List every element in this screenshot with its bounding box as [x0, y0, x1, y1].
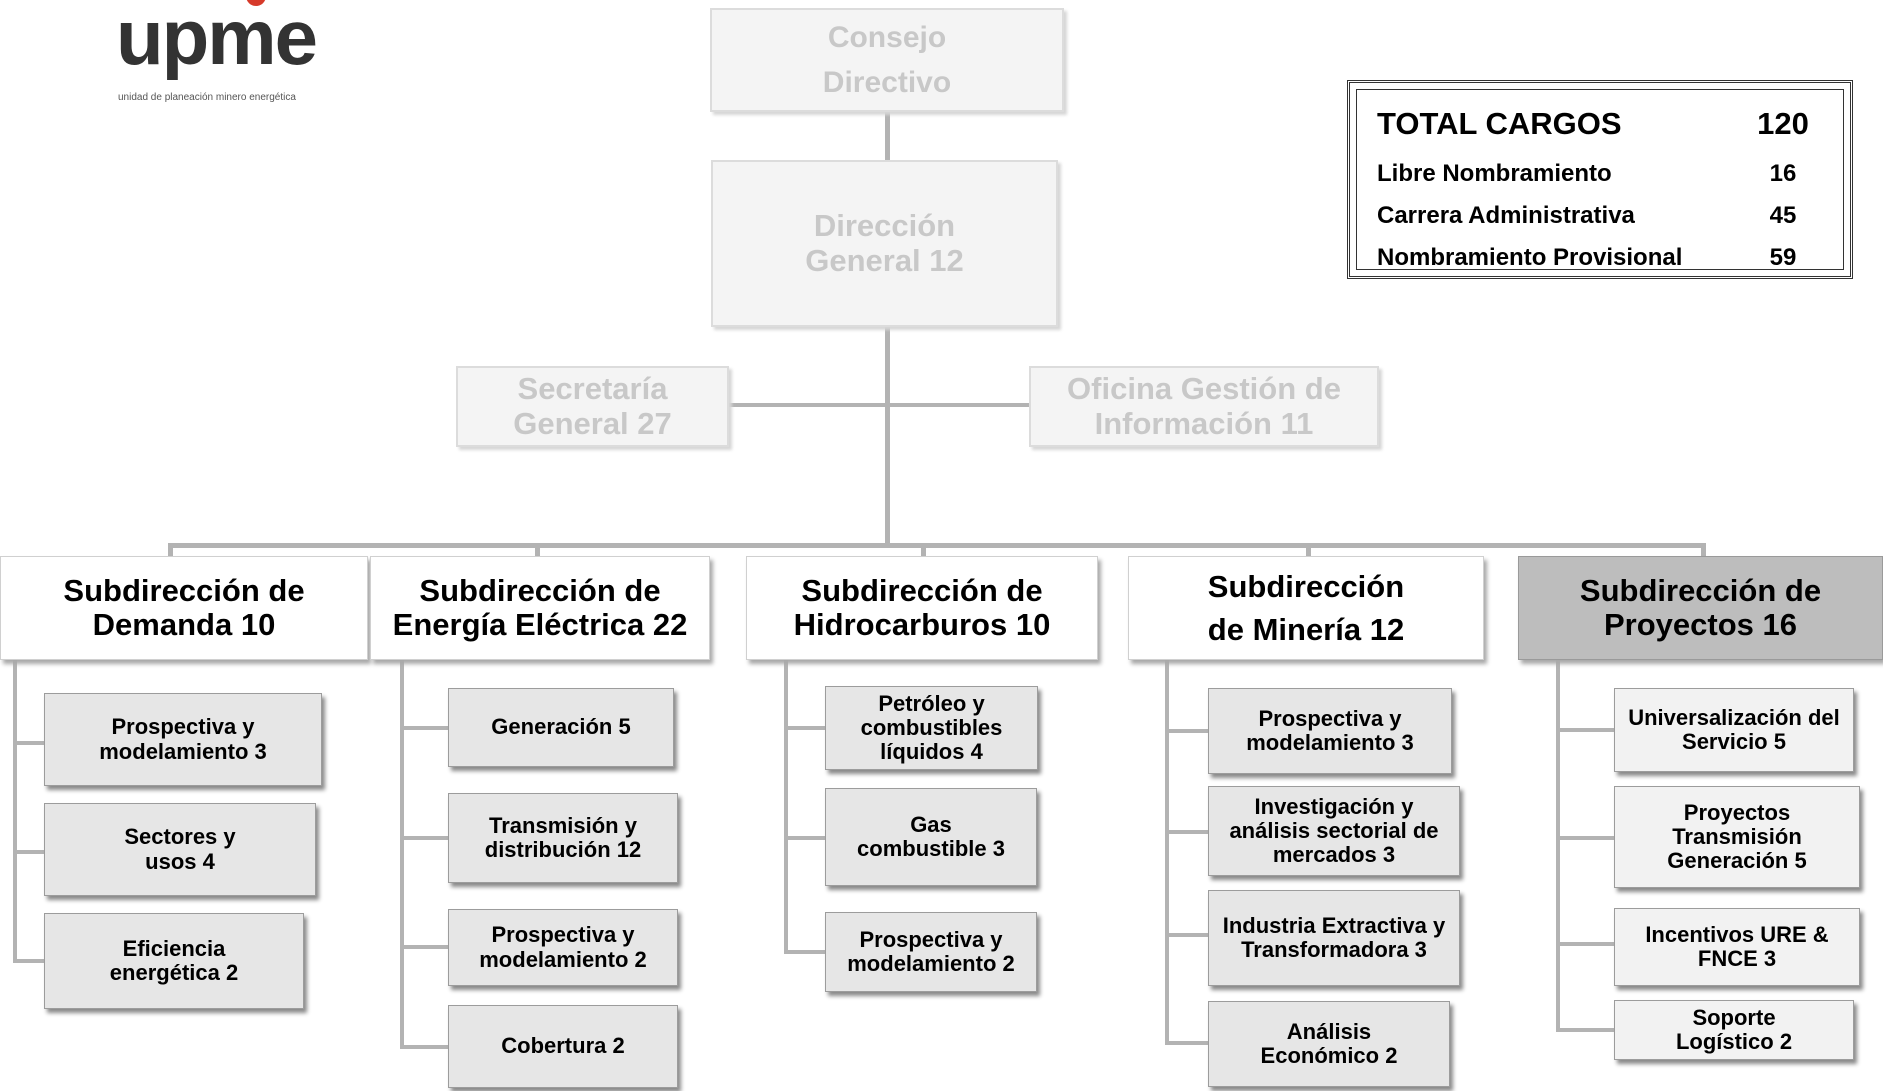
connector-line [1701, 543, 1706, 558]
connector-line [1556, 1028, 1614, 1032]
node-subdireccion-proyectos: Subdirección de Proyectos 16 [1518, 556, 1883, 660]
connector-line [1165, 933, 1209, 937]
connector-line [729, 403, 1029, 407]
connector-line [400, 726, 448, 730]
node-oficina-gestion-informacion: Oficina Gestión de Información 11 [1029, 366, 1379, 447]
node-energia-cobertura: Cobertura 2 [448, 1005, 678, 1088]
node-mineria-industria: Industria Extractiva y Transformadora 3 [1208, 890, 1460, 986]
node-subdireccion-energia-electrica: Subdirección de Energía Eléctrica 22 [370, 556, 710, 660]
node-mineria-prospectiva: Prospectiva y modelamiento 3 [1208, 688, 1452, 774]
connector-line [400, 945, 448, 949]
connector-line [535, 543, 540, 558]
connector-line [784, 726, 826, 730]
node-direccion-general: Dirección General 12 [711, 160, 1058, 327]
totals-row-label: Libre Nombramiento [1377, 160, 1612, 187]
totals-row-value: 16 [1769, 160, 1797, 187]
node-energia-generacion: Generación 5 [448, 688, 674, 767]
totals-row-label: Nombramiento Provisional [1377, 244, 1683, 271]
connector-line [885, 327, 890, 545]
totals-row-value: 59 [1769, 244, 1797, 271]
connector-line [1165, 729, 1209, 733]
connector-line [921, 543, 926, 558]
total-cargos-box: TOTAL CARGOS 120 Libre Nombramiento 16 C… [1347, 80, 1853, 279]
node-subdireccion-hidrocarburos: Subdirección de Hidrocarburos 10 [746, 556, 1098, 660]
totals-row: Libre Nombramiento 16 [1377, 160, 1823, 188]
node-subdireccion-mineria: Subdirección de Minería 12 [1128, 556, 1484, 660]
node-secretaria-general: Secretaría General 27 [456, 366, 729, 447]
node-mineria-investigacion: Investigación y análisis sectorial de me… [1208, 786, 1460, 876]
logo-mark-icon [246, 0, 266, 6]
node-demanda-sectores: Sectores y usos 4 [44, 803, 316, 896]
logo-tagline: unidad de planeación minero energética [118, 92, 296, 103]
connector-line [1556, 660, 1560, 1031]
logo-word: upme [116, 0, 318, 81]
connector-line [1165, 1041, 1209, 1045]
total-cargos-value: 120 [1757, 106, 1809, 141]
node-hidrocarburos-prospectiva: Prospectiva y modelamiento 2 [825, 912, 1037, 992]
node-consejo-directivo: Consejo Directivo [710, 8, 1064, 112]
node-hidrocarburos-gas: Gas combustible 3 [825, 788, 1037, 886]
node-hidrocarburos-petroleo: Petróleo y combustibles líquidos 4 [825, 686, 1038, 770]
connector-line [1165, 660, 1169, 1044]
connector-line [1556, 836, 1614, 840]
connector-line [784, 660, 788, 953]
total-cargos-row: TOTAL CARGOS 120 [1377, 106, 1823, 142]
connector-line [400, 660, 404, 1048]
connector-line [1556, 942, 1614, 946]
node-mineria-analisis: Análisis Económico 2 [1208, 1001, 1450, 1087]
totals-row: Carrera Administrativa 45 [1377, 202, 1823, 230]
connector-line [13, 660, 17, 962]
upme-logo: upme unidad de planeación minero energét… [108, 0, 378, 110]
node-proyectos-soporte: Soporte Logístico 2 [1614, 1000, 1854, 1060]
total-cargos-label: TOTAL CARGOS [1377, 106, 1622, 141]
connector-line [1165, 830, 1209, 834]
connector-line [13, 741, 45, 745]
connector-line [885, 112, 890, 162]
node-proyectos-transmision-generacion: Proyectos Transmisión Generación 5 [1614, 786, 1860, 888]
node-energia-prospectiva: Prospectiva y modelamiento 2 [448, 909, 678, 986]
node-demanda-eficiencia: Eficiencia energética 2 [44, 913, 304, 1009]
connector-line [1306, 543, 1311, 558]
connector-line [170, 543, 1706, 548]
connector-line [400, 1045, 448, 1049]
node-proyectos-universalizacion: Universalización del Servicio 5 [1614, 688, 1854, 772]
totals-row: Nombramiento Provisional 59 [1377, 244, 1823, 272]
connector-line [1556, 728, 1614, 732]
totals-row-value: 45 [1769, 202, 1797, 229]
node-subdireccion-demanda: Subdirección de Demanda 10 [0, 556, 368, 660]
connector-line [400, 836, 448, 840]
node-energia-transmision: Transmisión y distribución 12 [448, 793, 678, 883]
connector-line [13, 850, 45, 854]
node-proyectos-incentivos: Incentivos URE & FNCE 3 [1614, 908, 1860, 986]
node-demanda-prospectiva: Prospectiva y modelamiento 3 [44, 693, 322, 786]
connector-line [168, 543, 173, 558]
connector-line [784, 836, 826, 840]
connector-line [784, 950, 826, 954]
connector-line [13, 959, 45, 963]
totals-row-label: Carrera Administrativa [1377, 202, 1635, 229]
